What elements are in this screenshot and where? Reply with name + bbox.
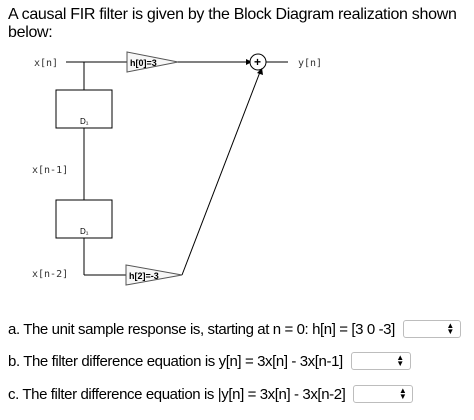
updown-arrows-icon: ▲▼ [398,386,407,401]
question-a: a. The unit sample response is, starting… [8,320,461,338]
delay1-output-label: x[n-1] [32,165,68,176]
feedforward-line [181,71,261,276]
answer-b-select[interactable]: ▲▼ [350,352,411,370]
delay-2-label: D₁ [80,227,89,236]
question-a-text: a. The unit sample response is, starting… [8,320,395,338]
question-c-text: c. The filter difference equation is |y[… [8,385,346,403]
gain-h0-label: h[0]=3 [130,58,157,68]
gain-h2-label: h[2]=-3 [129,271,159,281]
output-label: y[n] [298,58,322,69]
answer-a-select[interactable]: ▲▼ [402,320,461,338]
gain-h0-triangle [126,51,179,73]
answer-c-select[interactable]: ▲▼ [353,385,414,403]
adder-symbol: + [254,55,261,69]
delay2-output-label: x[n-2] [32,269,68,280]
updown-arrows-icon: ▲▼ [446,321,454,336]
arrowhead-bottom [257,68,263,75]
problem-title: A causal FIR filter is given by the Bloc… [8,6,457,41]
delay-block-2 [55,199,113,239]
updown-arrows-icon: ▲▼ [396,353,404,368]
gain-h2-triangle [125,264,183,286]
question-b: b. The filter difference equation is y[n… [8,352,411,370]
delay-block-1 [55,89,113,129]
delay-1-label: D₁ [80,117,89,126]
input-label: x[n] [34,58,58,69]
question-c: c. The filter difference equation is |y[… [8,385,414,403]
question-b-text: b. The filter difference equation is y[n… [8,352,343,370]
arrowhead-top [246,59,252,65]
block-diagram: x[n] D₁ x[n-1] D₁ x[n-2] h[0]=3 + y[n] h… [32,51,322,286]
